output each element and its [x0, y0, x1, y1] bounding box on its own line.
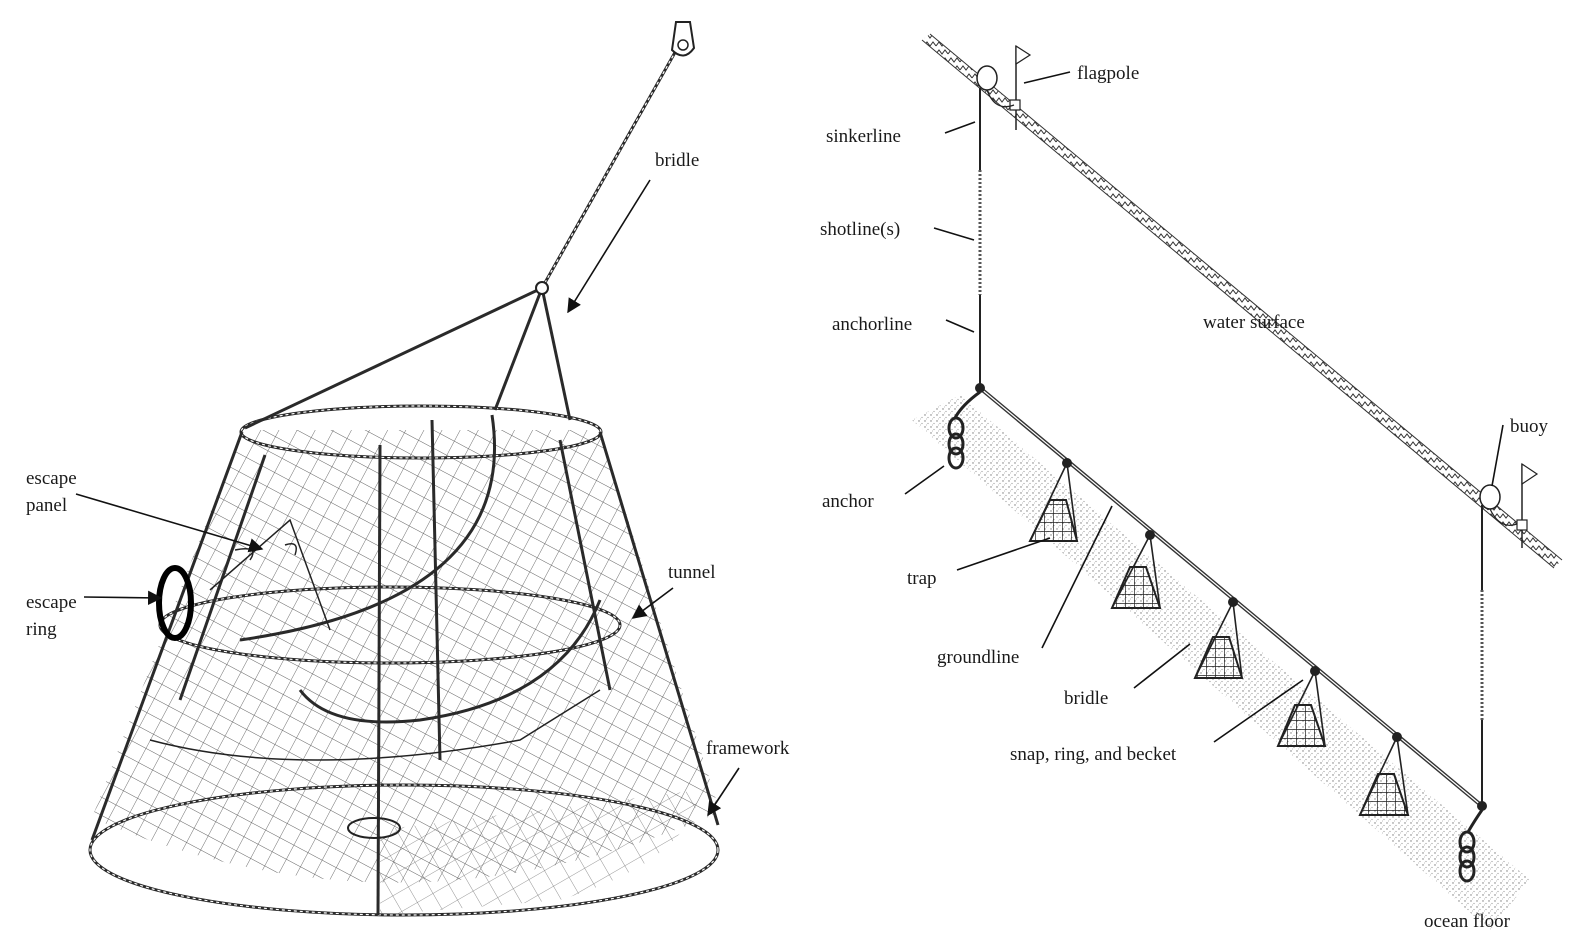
label-line-bridle: bridle: [1064, 688, 1108, 709]
trap-mesh-floor: [380, 790, 700, 915]
label-shotline: shotline(s): [820, 219, 900, 240]
trap-bridle: [244, 21, 696, 430]
trap-1: [1028, 458, 1079, 542]
right-buoy: [1479, 462, 1539, 548]
trap-2: [1110, 530, 1162, 609]
label-groundline: groundline: [937, 647, 1019, 668]
left-buoy: [976, 44, 1032, 130]
label-escape-ring-2: ring: [26, 619, 57, 640]
label-water-surface: water surface: [1203, 312, 1305, 333]
label-escape-ring-1: escape: [26, 592, 77, 613]
label-flagpole: flagpole: [1077, 63, 1139, 84]
label-anchor: anchor: [822, 491, 874, 512]
right-leaders: [904, 71, 1504, 743]
trap-5: [1358, 732, 1410, 816]
label-snap-ring-becket: snap, ring, and becket: [1010, 744, 1177, 765]
label-escape-panel-1: escape: [26, 468, 77, 489]
label-sinkerline: sinkerline: [826, 126, 901, 147]
crab-trap-drawing: [88, 21, 720, 917]
trap-3: [1193, 597, 1244, 679]
label-ocean-floor: ocean floor: [1424, 911, 1511, 932]
left-anchor: [947, 390, 981, 470]
tunnel-curve: [239, 414, 497, 642]
label-trap: trap: [907, 568, 937, 589]
label-buoy: buoy: [1510, 416, 1549, 437]
label-trap-bridle: bridle: [655, 150, 699, 171]
trap-4: [1276, 666, 1327, 747]
water-surface: [922, 34, 1562, 568]
label-framework: framework: [706, 738, 790, 759]
label-escape-panel-2: panel: [26, 495, 67, 516]
label-anchorline: anchorline: [832, 314, 912, 335]
label-tunnel: tunnel: [668, 562, 716, 583]
right-anchor: [1458, 809, 1484, 883]
trap-line-drawing: [912, 33, 1563, 930]
left-leaders: [75, 179, 740, 817]
